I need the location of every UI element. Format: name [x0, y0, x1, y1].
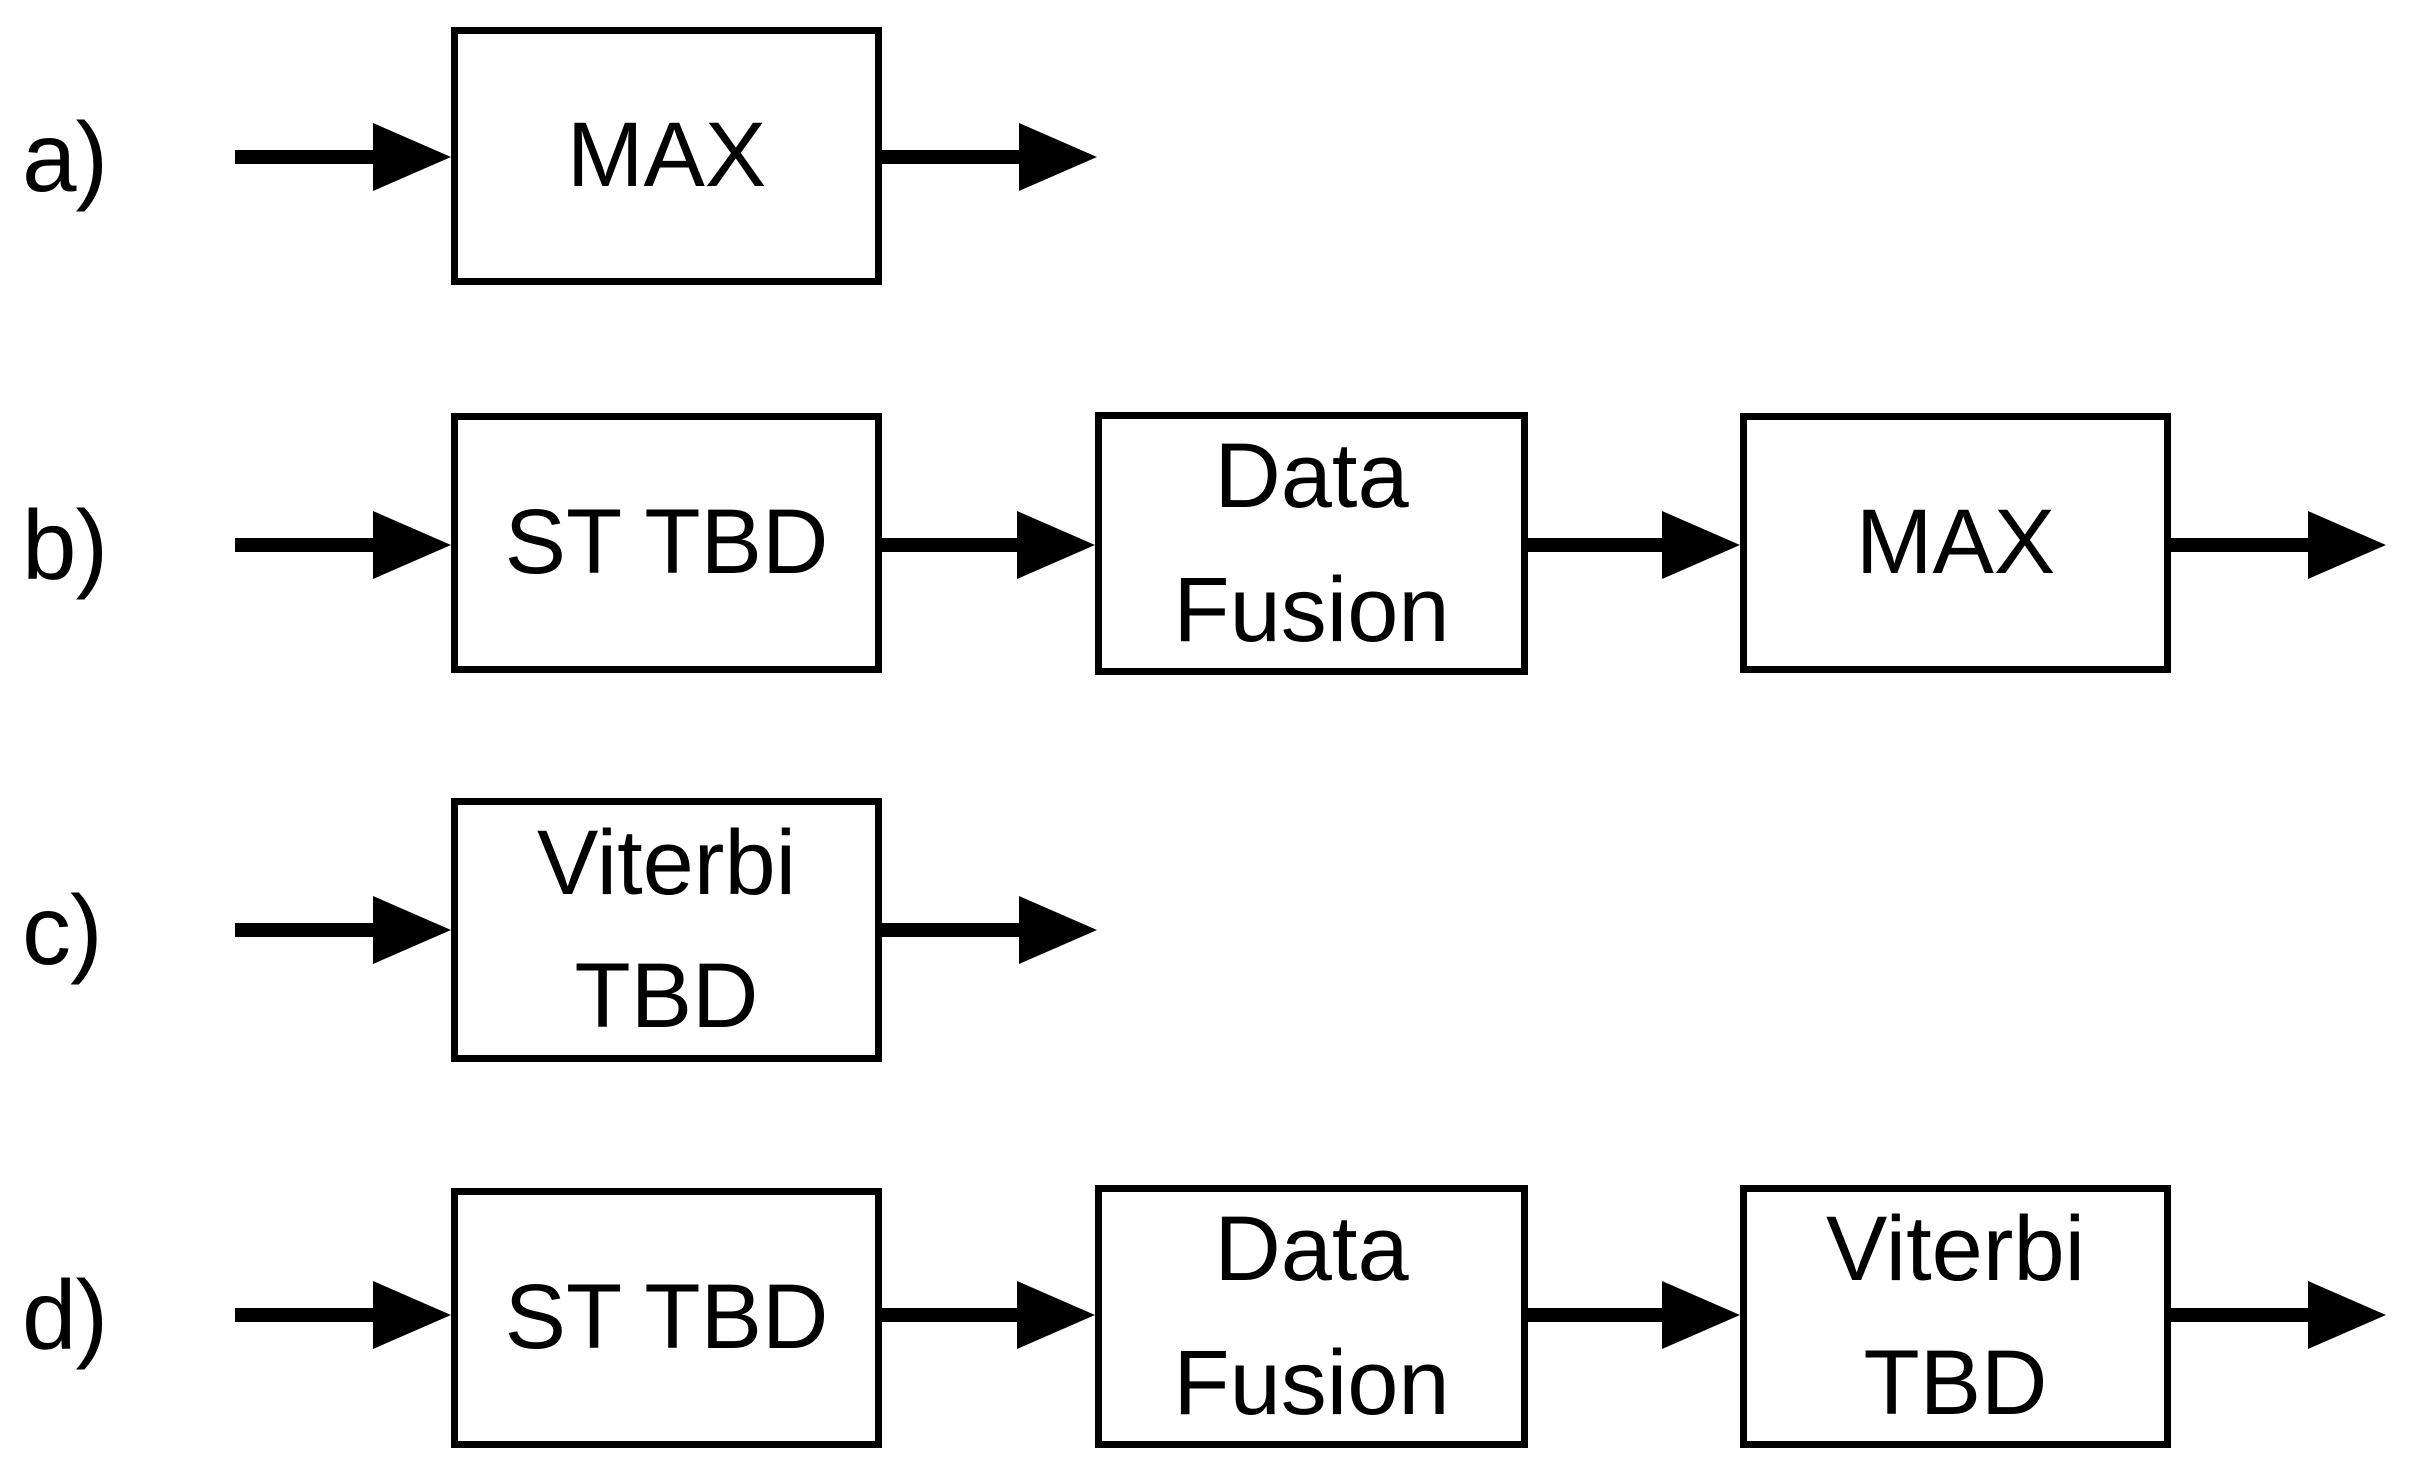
- arrow-shaft: [882, 538, 1019, 552]
- process-block-label: MAX: [1855, 491, 2056, 594]
- process-block: MAX: [451, 27, 882, 285]
- arrow-head-icon: [1019, 896, 1097, 964]
- row-label-3: d): [22, 1260, 108, 1370]
- arrow-head-icon: [1662, 1281, 1740, 1349]
- process-block-label: Fusion: [1173, 1331, 1450, 1434]
- process-block-label: Viterbi: [536, 811, 797, 914]
- arrow-shaft: [235, 1308, 375, 1322]
- arrow-shaft: [235, 538, 375, 552]
- process-block-label: MAX: [566, 104, 767, 207]
- arrow-head-icon: [1662, 511, 1740, 579]
- process-block-label: Fusion: [1173, 558, 1450, 661]
- arrow-head-icon: [373, 511, 451, 579]
- process-block-label: Data: [1214, 425, 1409, 528]
- arrow-head-icon: [373, 123, 451, 191]
- arrow-shaft: [882, 1308, 1019, 1322]
- arrow-head-icon: [1017, 1281, 1095, 1349]
- arrow-head-icon: [2308, 511, 2386, 579]
- arrow-shaft: [235, 150, 375, 164]
- process-block-label: ST TBD: [504, 1266, 829, 1369]
- process-block-label: TBD: [574, 945, 759, 1047]
- row-label-2: c): [22, 875, 103, 985]
- process-block: MAX: [1740, 413, 2171, 673]
- process-block-label: ST TBD: [504, 491, 829, 594]
- row-label-1: b): [22, 490, 108, 600]
- arrow-head-icon: [1017, 511, 1095, 579]
- arrow-head-icon: [373, 896, 451, 964]
- arrow-shaft: [2171, 538, 2310, 552]
- process-block-label: Viterbi: [1825, 1198, 2086, 1301]
- arrow-shaft: [882, 923, 1021, 937]
- arrow-head-icon: [2308, 1281, 2386, 1349]
- row-label-0: a): [22, 102, 108, 212]
- arrow-shaft: [1528, 538, 1664, 552]
- process-block-label: TBD: [1863, 1331, 2048, 1434]
- arrow-head-icon: [373, 1281, 451, 1349]
- process-block-label: Data: [1214, 1198, 1409, 1301]
- arrow-shaft: [882, 150, 1021, 164]
- process-block: ST TBD: [451, 1188, 882, 1448]
- arrow-shaft: [235, 923, 375, 937]
- arrow-head-icon: [1019, 123, 1097, 191]
- arrow-shaft: [1528, 1308, 1664, 1322]
- process-block: ST TBD: [451, 413, 882, 673]
- arrow-shaft: [2171, 1308, 2310, 1322]
